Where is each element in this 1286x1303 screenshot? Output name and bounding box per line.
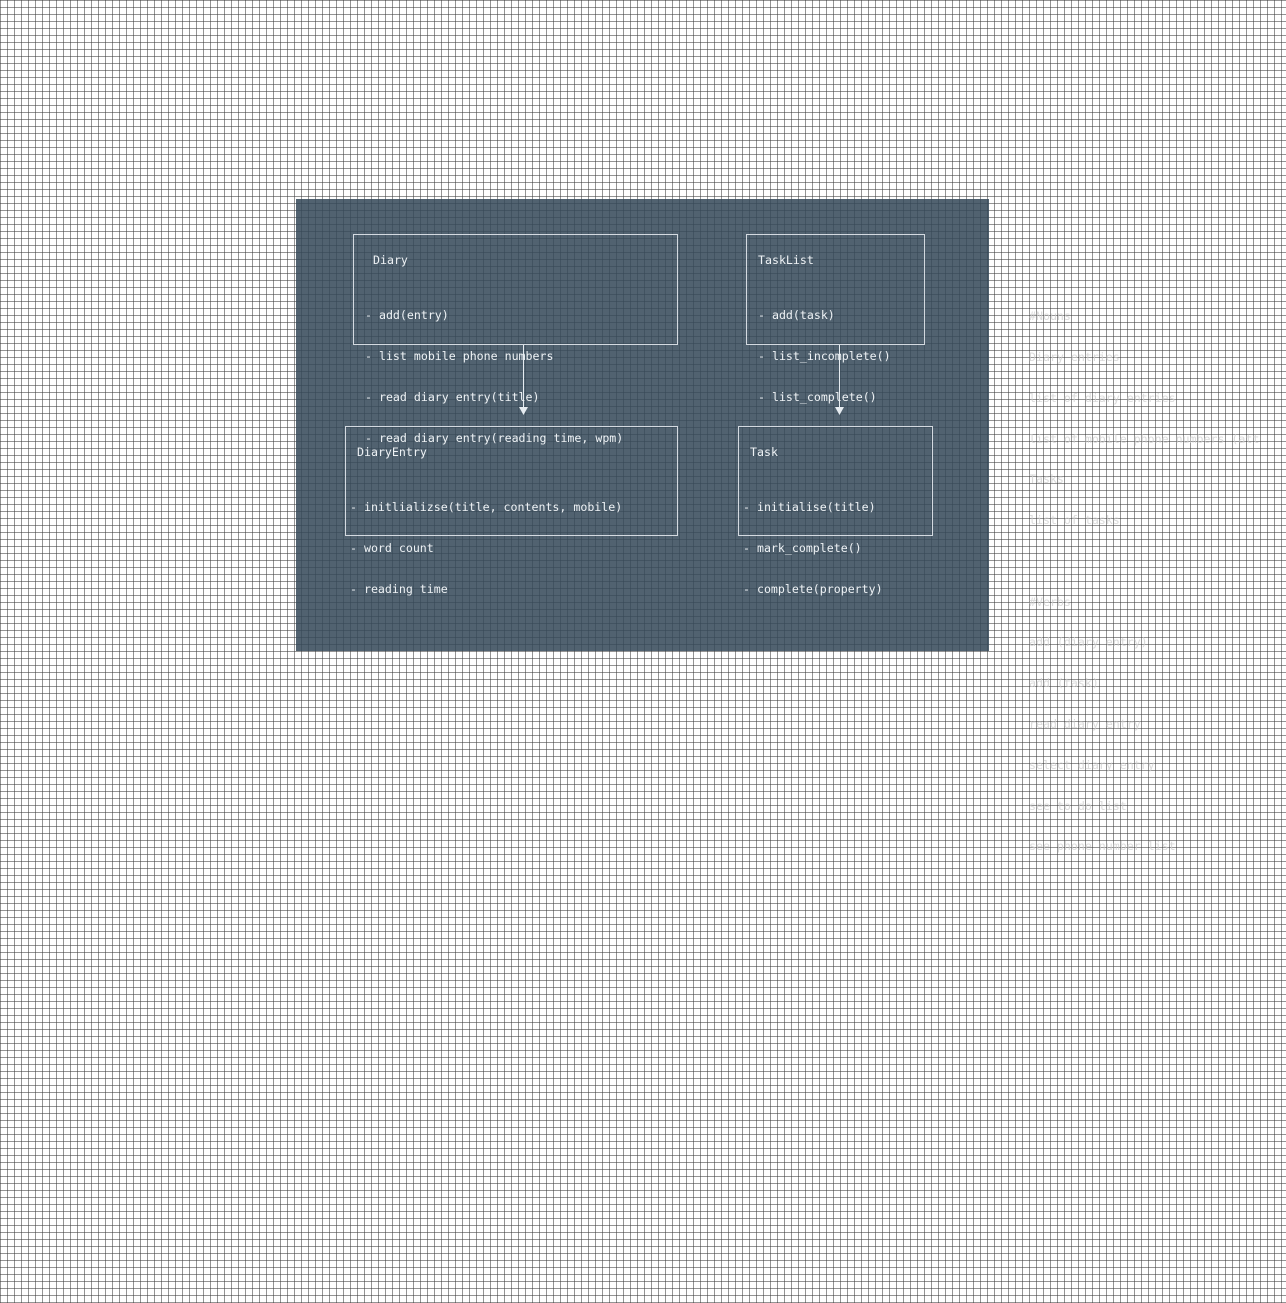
class-box-tasklist[interactable]: TaskList - add(task) - list_incomplete()…	[746, 234, 925, 403]
edge-tasklist-to-task	[835, 345, 844, 415]
verb-item: see to do list	[1029, 798, 1127, 813]
method-item: - word count	[350, 540, 434, 555]
verb-item: read diary entry	[1029, 717, 1141, 731]
verb-item: select diary entry	[1029, 757, 1155, 772]
method-item: - add(entry)	[365, 308, 449, 323]
method-list: - add(entry) - list mobile phone numbers…	[365, 282, 623, 472]
method-list: - initialise(title) - mark_complete() - …	[743, 474, 883, 624]
diagram-canvas: Diary - add(entry) - list mobile phone n…	[296, 199, 989, 651]
method-list: - initlializse(title, contents, mobile) …	[350, 474, 622, 624]
notes-spacer	[1029, 555, 1259, 569]
verbs-heading: #Verbs	[1029, 594, 1071, 609]
method-item: - list mobile phone numbers	[365, 348, 554, 363]
noun-item: list of diary entries	[1029, 390, 1176, 405]
method-item: - list_incomplete()	[758, 348, 891, 363]
edge-diary-to-diaryentry	[519, 345, 528, 415]
class-box-diary[interactable]: Diary - add(entry) - list mobile phone n…	[353, 234, 678, 444]
method-item: - read diary entry(reading time, wpm)	[365, 430, 624, 445]
class-name: DiaryEntry	[357, 445, 427, 459]
method-item: - read diary entry(title)	[365, 389, 540, 404]
class-box-diaryentry[interactable]: DiaryEntry - initlializse(title, content…	[345, 426, 678, 595]
method-item: - mark_complete()	[743, 540, 862, 555]
notes-text-block: #Nouns Diary entries list of diary entri…	[1029, 283, 1259, 868]
noun-item: list of mobile phone numbers (att	[1029, 431, 1260, 446]
verb-item: see phone number list	[1029, 839, 1176, 854]
noun-item: Diary entries	[1029, 349, 1120, 364]
verb-item: add (diary entry)	[1029, 635, 1148, 650]
method-item: - list_complete()	[758, 389, 877, 404]
method-item: - reading time	[350, 581, 448, 596]
method-item: - complete(property)	[743, 581, 883, 596]
verb-item: add (task)	[1029, 676, 1099, 691]
arrowhead-icon	[519, 407, 528, 415]
method-item: - initlializse(title, contents, mobile)	[350, 500, 623, 515]
arrowhead-icon	[835, 407, 844, 415]
nouns-heading: #Nouns	[1029, 309, 1071, 324]
method-item: - initialise(title)	[743, 500, 876, 515]
method-item: - add(task)	[758, 308, 835, 323]
noun-item: Tasks	[1029, 472, 1064, 487]
class-name: TaskList	[758, 253, 814, 267]
arrows-layer	[519, 345, 844, 415]
noun-item: list of tasks	[1029, 513, 1120, 528]
class-box-task[interactable]: Task - initialise(title) - mark_complete…	[738, 426, 933, 595]
method-list: - add(task) - list_incomplete() - list_c…	[758, 282, 891, 432]
class-name: Diary	[373, 253, 408, 267]
class-name: Task	[750, 445, 778, 459]
